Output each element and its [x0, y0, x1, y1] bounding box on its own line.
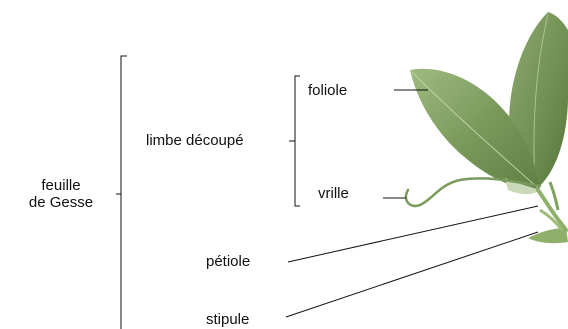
stipule-label: stipule: [206, 311, 249, 328]
plant-illustration: [406, 12, 568, 243]
leaf-label: feuille de Gesse: [20, 177, 102, 211]
stipules: [528, 228, 568, 243]
vrille-label: vrille: [318, 185, 349, 202]
stipule-pointer: [286, 232, 538, 317]
petiole-pointer: [288, 206, 538, 262]
main-bracket: [116, 56, 127, 329]
foliole-label: foliole: [308, 82, 347, 99]
limbe-bracket: [289, 76, 300, 206]
leaf-label-line2: de Gesse: [20, 194, 102, 211]
petiole-label: pétiole: [206, 253, 250, 270]
leaf-label-line1: feuille: [20, 177, 102, 194]
limbe-label: limbe découpé: [146, 132, 244, 149]
